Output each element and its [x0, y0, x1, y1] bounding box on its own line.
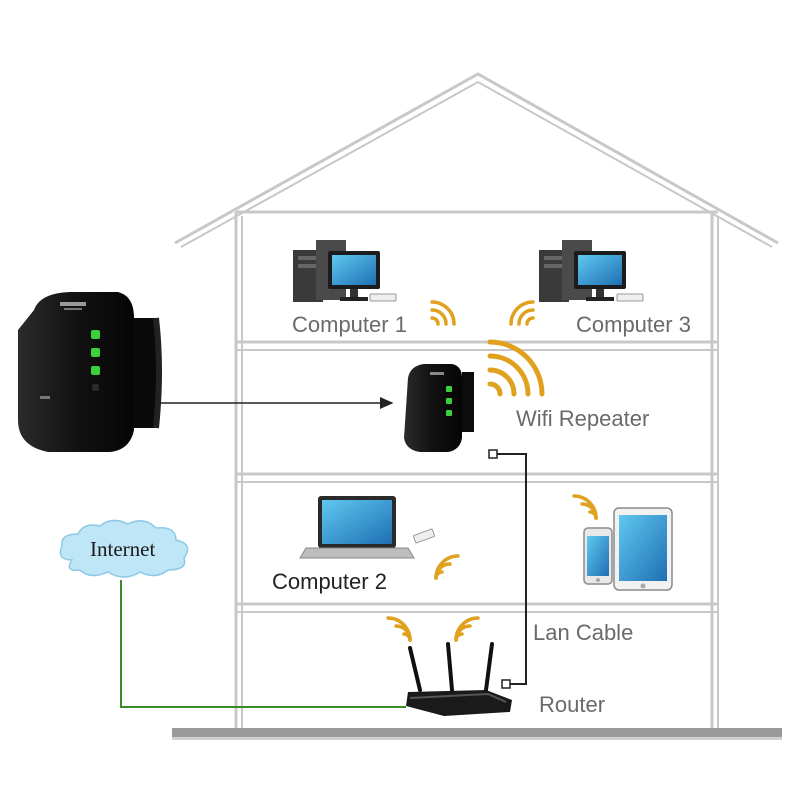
label-internet: Internet — [90, 537, 156, 561]
usb-wifi-adapter-icon — [413, 528, 435, 544]
laptop-computer-2 — [299, 496, 435, 559]
desktop-computer-1 — [293, 240, 397, 302]
router-icon — [406, 642, 512, 716]
label-computer-1: Computer 1 — [292, 312, 407, 337]
tablet-icon — [613, 507, 673, 591]
internet-cloud-icon — [59, 519, 189, 578]
house-ground — [172, 728, 782, 740]
internet-line — [120, 580, 406, 708]
wifi-signal-icon — [386, 300, 598, 642]
label-lan-cable: Lan Cable — [533, 620, 634, 645]
label-wifi-repeater: Wifi Repeater — [516, 406, 650, 431]
label-computer-2: Computer 2 — [272, 569, 387, 594]
house-outline — [174, 72, 779, 728]
wifi-repeater-device — [404, 364, 474, 452]
lan-cable-line — [488, 449, 527, 689]
usb-wifi-adapter-icon — [369, 293, 397, 302]
label-computer-3: Computer 3 — [576, 312, 691, 337]
label-router: Router — [539, 692, 606, 717]
usb-wifi-adapter-icon — [616, 293, 644, 302]
smartphone-icon — [583, 527, 613, 585]
desktop-computer-3 — [539, 240, 644, 302]
wifi-repeater-closeup — [18, 292, 162, 452]
